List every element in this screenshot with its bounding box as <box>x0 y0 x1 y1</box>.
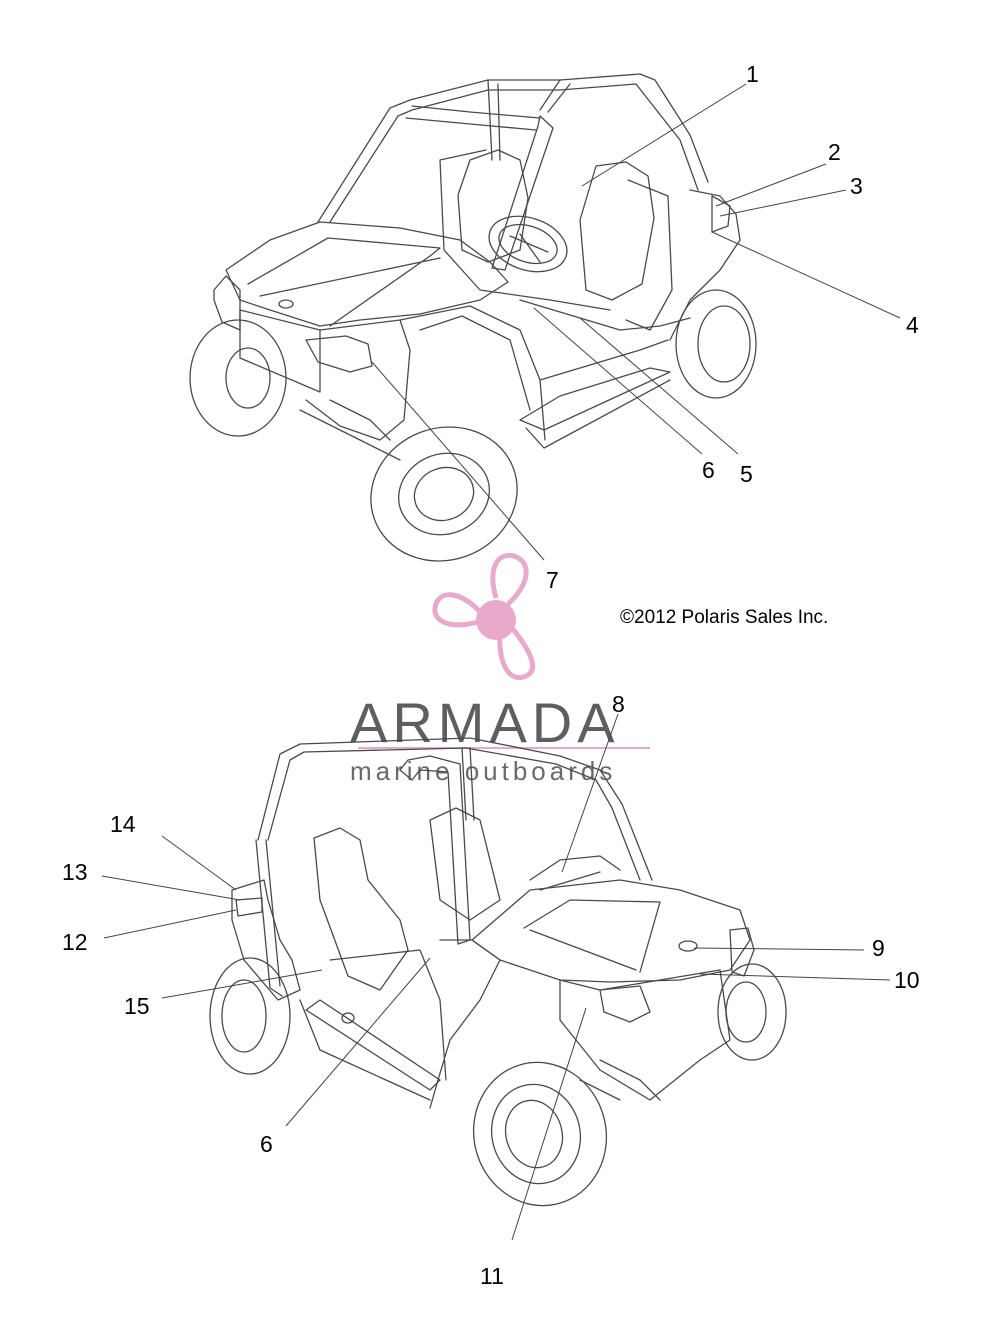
callout-5: 5 <box>740 461 753 487</box>
callout-13: 13 <box>62 859 88 885</box>
callout-14: 14 <box>110 811 136 837</box>
bottom-vehicle-drawing <box>209 737 787 1207</box>
callout-10: 10 <box>894 967 920 993</box>
callout-15: 15 <box>124 993 150 1019</box>
callout-1: 1 <box>746 61 759 87</box>
propeller-logo-icon <box>432 552 536 681</box>
callout-3: 3 <box>850 173 863 199</box>
callout-2: 2 <box>828 139 841 165</box>
callout-labels: 1 2 3 4 5 6 7 8 9 10 11 6 12 13 14 15 <box>62 61 920 1289</box>
callout-6-bottom: 6 <box>260 1131 273 1157</box>
armada-watermark: ARMADA marine outboards <box>350 552 650 786</box>
callout-12: 12 <box>62 929 88 955</box>
callout-6-top: 6 <box>702 457 715 483</box>
callout-9: 9 <box>872 935 885 961</box>
callout-7: 7 <box>546 567 559 593</box>
top-vehicle-drawing <box>189 73 757 562</box>
callout-8: 8 <box>612 691 625 717</box>
copyright-text: ©2012 Polaris Sales Inc. <box>620 607 828 628</box>
bottom-leader-lines <box>101 713 891 1241</box>
top-leader-lines <box>371 83 901 561</box>
watermark-title: ARMADA <box>350 691 620 754</box>
watermark-subtitle: marine outboards <box>350 756 616 786</box>
callout-11: 11 <box>480 1263 504 1289</box>
callout-4: 4 <box>906 312 919 338</box>
